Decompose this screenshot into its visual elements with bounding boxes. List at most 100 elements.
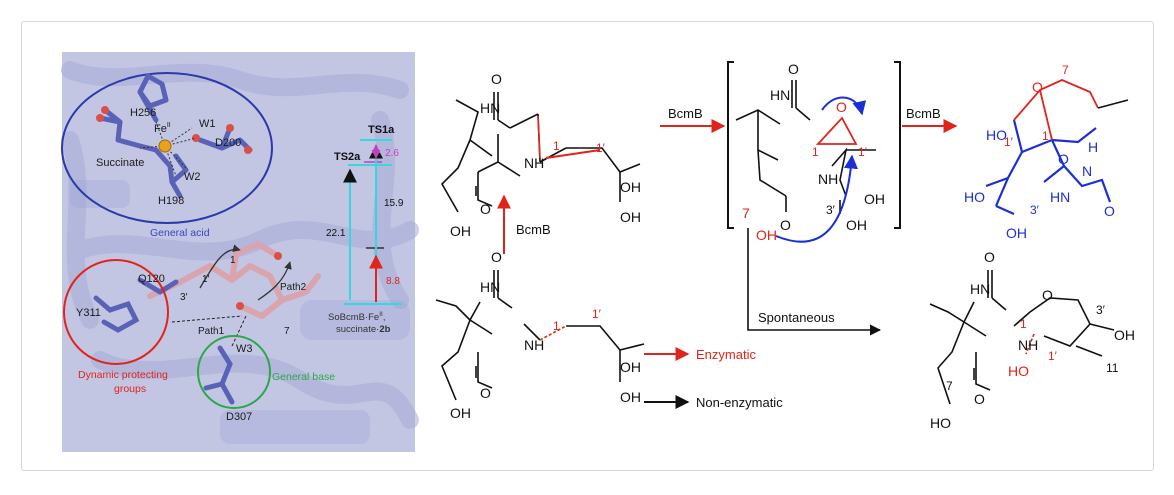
general-acid-label: General acid <box>150 227 210 239</box>
mol-b-locant-3p: 3′ <box>826 203 836 217</box>
mol-d-hn: HN <box>480 279 500 295</box>
general-base-label: General base <box>272 371 335 383</box>
molecule-alkene <box>441 92 641 213</box>
red-barrier: 8.8 <box>386 276 400 287</box>
path2-arrow <box>257 261 292 301</box>
alkene-red-bond <box>537 115 541 159</box>
mol-c-hn: HN <box>1050 189 1070 205</box>
iron-symbol: Fe <box>154 123 167 135</box>
alkene-double-bond-red <box>545 149 601 159</box>
general-base-circle <box>197 335 271 409</box>
mol-a-hn: HN <box>480 100 500 116</box>
iron-oxidation: II <box>167 122 171 129</box>
mol-a-oh-2: OH <box>620 209 641 225</box>
bracket-left <box>727 61 734 229</box>
mol-b-hn: HN <box>770 87 790 103</box>
protein-structure-panel: H256 W1 D200 Succinate W2 H198 FeII Q120… <box>61 52 419 452</box>
mol-a-o-bottom: O <box>480 201 491 217</box>
mol-b-o-bottom: O <box>780 217 791 233</box>
residue-label-h198: H198 <box>158 195 184 207</box>
ts1a-label: TS1a <box>368 124 395 136</box>
mol-e-locant-3p: 3′ <box>1096 303 1106 317</box>
ribbon-shapes <box>61 61 419 429</box>
opening-arrow <box>821 96 867 116</box>
ligand-label-7: 7 <box>284 326 290 337</box>
mol-d-locant-1p: 1′ <box>592 307 602 321</box>
bridged-methyl <box>1097 99 1129 109</box>
mol-c-oh: OH <box>1006 225 1027 241</box>
mol-d-locant-1: 1 <box>553 319 560 333</box>
general-acid-ellipse <box>61 72 273 224</box>
bracket-right <box>894 61 901 229</box>
mol-c-locant-1p: 1′ <box>1004 135 1014 149</box>
ligand-label-1p: 1′ <box>202 274 210 285</box>
mol-b-locant-1p: 1′ <box>858 145 868 159</box>
residue-label-h256: H256 <box>130 107 156 119</box>
mol-d-oh-1: OH <box>620 359 641 375</box>
reactant-text: SoBcmB·Fe <box>328 312 379 323</box>
mol-e-ho-red: HO <box>1008 363 1029 379</box>
mol-e-nh: NH <box>1018 337 1038 353</box>
reactant-label-2: succinate·2b <box>336 324 391 335</box>
bcmb-label-2: BcmB <box>906 106 941 121</box>
reaction-scheme: O HN NH O OH OH OH 1 1′ BcmB O 1 1′ O H <box>435 61 1135 431</box>
residue-label-q120: Q120 <box>138 273 165 285</box>
residue-label-w1: W1 <box>199 118 216 130</box>
protecting-groups-label-1: Dynamic protecting <box>78 369 168 381</box>
mol-e-locant-7: 7 <box>946 379 953 393</box>
mol-e-o-bottom: O <box>974 391 985 407</box>
attack-arrow <box>775 154 858 243</box>
diff-value: 2.6 <box>385 148 399 159</box>
mol-c-locant-3p: 3′ <box>1030 203 1040 217</box>
ligand-oxygens <box>236 252 282 310</box>
epoxide-ring <box>815 116 858 145</box>
reactant-text-2: succinate· <box>336 324 379 335</box>
spontaneous-arrow <box>747 228 882 336</box>
ligand-label-3p: 3′ <box>180 292 188 303</box>
ts2a-label: TS2a <box>334 151 361 163</box>
mol-b-locant-1: 1 <box>812 145 819 159</box>
path2-label: Path2 <box>280 282 307 293</box>
mol-d-oh-2: OH <box>620 389 641 405</box>
mol-e-locant-1p: 1′ <box>1048 349 1058 363</box>
mol-a-oh-chain: OH <box>450 223 471 239</box>
bcmb-label-1: BcmB <box>668 106 703 121</box>
mol-d-oh-chain: OH <box>450 405 471 421</box>
mol-e-oh: OH <box>1114 327 1135 343</box>
residue-label-d200: D200 <box>215 137 241 149</box>
mol-c-n: N <box>1082 163 1092 179</box>
path1-line <box>171 315 243 323</box>
molecule-bridged-red <box>1013 79 1099 141</box>
reactant-id: 2b <box>379 324 390 335</box>
residue-sticks-top <box>97 73 253 199</box>
ts2a-barrier: 22.1 <box>326 228 346 239</box>
mol-c-ho-1: HO <box>986 127 1007 143</box>
iron-label: FeII <box>154 122 171 135</box>
ribbon-fills <box>70 180 410 444</box>
mol-a-oh-1: OH <box>620 179 641 195</box>
enzymatic-label: Enzymatic <box>696 347 756 362</box>
residue-label-w3: W3 <box>236 343 253 355</box>
mol-b-oh-2: OH <box>846 217 867 233</box>
mol-b-nh: NH <box>818 171 838 187</box>
reactant-ox: II <box>379 311 383 318</box>
mol-c-o-1: O <box>1058 151 1069 167</box>
mol-d-nh: NH <box>524 337 544 353</box>
mol-e-o-top: O <box>984 249 995 265</box>
non-enzymatic-label: Non-enzymatic <box>696 395 783 410</box>
mol-a-o-top: O <box>491 71 502 87</box>
mol-d-o-top: O <box>491 249 502 265</box>
mol-e-locant-1: 1 <box>1020 317 1027 331</box>
mol-c-ho-2: HO <box>964 189 985 205</box>
path1-label: Path1 <box>198 326 225 337</box>
mol-a-nh: NH <box>524 155 544 171</box>
mol-e-ho-chain: HO <box>930 415 951 431</box>
path1-arrow <box>199 244 241 289</box>
mol-e-o-ring: O <box>1042 287 1053 303</box>
protecting-groups-circle <box>63 259 169 365</box>
bcmb-label-up: BcmB <box>516 222 551 237</box>
mol-d-o-bottom: O <box>480 385 491 401</box>
epoxide-o: O <box>836 99 847 115</box>
mol-c-locant-7: 7 <box>1062 63 1069 77</box>
spiro-red-bond <box>1025 333 1035 355</box>
